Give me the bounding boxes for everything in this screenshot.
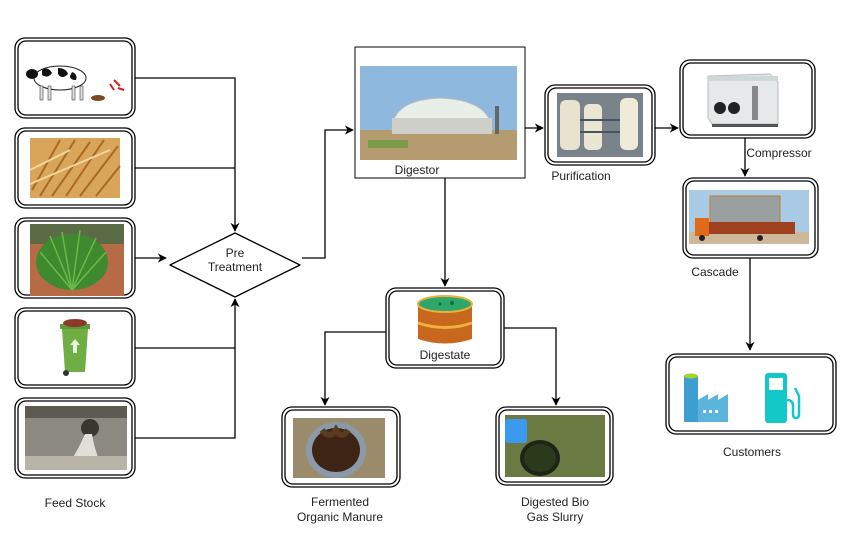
slurry-node[interactable] <box>495 406 614 486</box>
feedstock-cow-dung <box>14 37 136 119</box>
feedstock-crop-straw <box>14 127 136 209</box>
digestor-image <box>360 66 517 160</box>
edges <box>135 77 755 439</box>
manure-node[interactable] <box>281 406 401 488</box>
cow-icon <box>26 65 125 101</box>
slurry-label-line1: Digested Bio <box>521 495 589 509</box>
compressor-node[interactable] <box>679 59 816 139</box>
digestor-label: Digestor <box>395 163 440 177</box>
factory-icon <box>684 373 728 422</box>
feedstock-organic-waste <box>14 307 136 389</box>
compressor-image <box>707 73 779 127</box>
cascade-node[interactable] <box>682 177 819 259</box>
edge-digestate-to-slurry <box>504 327 561 406</box>
purification-label: Purification <box>551 169 610 183</box>
digestate-label: Digestate <box>420 348 471 362</box>
purification-image <box>557 93 643 157</box>
customers-label: Customers <box>723 445 781 459</box>
cascade-image <box>689 190 809 244</box>
cascade-label: Cascade <box>691 265 739 279</box>
compressor-label: Compressor <box>746 146 811 160</box>
edge-pretreatment-to-digestor <box>302 125 354 259</box>
customers-node[interactable] <box>665 353 837 435</box>
purification-node[interactable] <box>544 84 656 166</box>
pretreatment-node[interactable]: Pre Treatment <box>169 232 301 298</box>
waste-bin-icon <box>60 319 90 376</box>
manure-label-line2: Organic Manure <box>297 510 383 524</box>
pretreatment-label-line2: Treatment <box>208 260 263 274</box>
edge-digestate-to-manure <box>320 331 386 406</box>
digestate-node[interactable]: Digestate <box>385 287 505 369</box>
manure-image <box>293 418 385 478</box>
manure-label-line1: Fermented <box>311 495 369 509</box>
slurry-label-line2: Gas Slurry <box>527 510 584 524</box>
digestor-node[interactable]: Digestor <box>354 46 526 179</box>
straw-image <box>29 138 121 198</box>
feedstock-label: Feed Stock <box>45 496 107 510</box>
edge-cow-to-pretreatment <box>135 77 240 232</box>
fuel-pump-icon <box>765 373 801 423</box>
digestate-barrel-icon <box>417 295 473 344</box>
slurry-image <box>505 415 605 477</box>
sewage-image <box>25 406 127 470</box>
feedstock-napier-grass <box>14 217 136 299</box>
edge-sewage-to-pretreatment <box>135 298 240 439</box>
feedstock-sewage <box>14 397 136 479</box>
pretreatment-label-line1: Pre <box>226 246 245 260</box>
grass-image <box>30 224 124 296</box>
